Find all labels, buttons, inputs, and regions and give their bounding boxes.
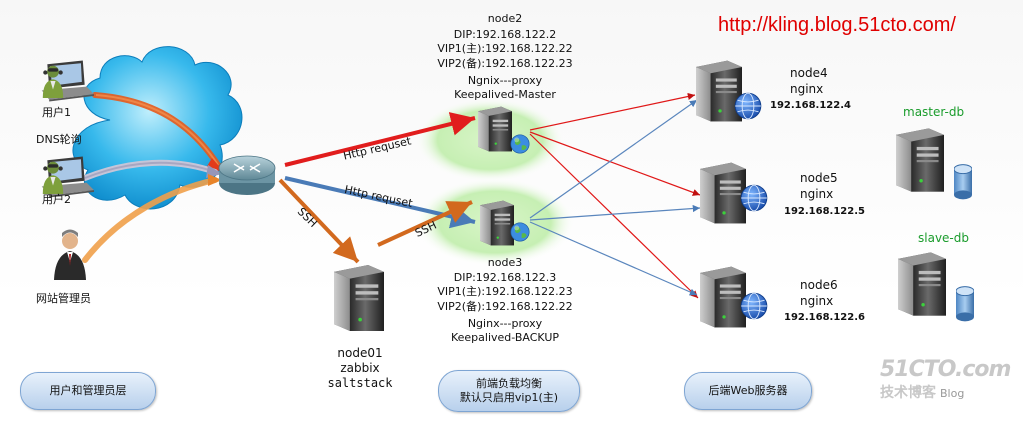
node6-service: nginx	[800, 294, 834, 308]
watermark-logo: 51CTO.com	[880, 357, 1011, 382]
node3-vip1: VIP1(主):192.168.122.23	[437, 285, 573, 298]
node4-name: node4	[790, 66, 828, 80]
node2-proxy: Ngnix---proxy	[467, 74, 543, 87]
user2-label: 用户2	[42, 193, 71, 206]
ssh-router-to-node01-arrow	[278, 178, 360, 264]
node3-vip2: VIP2(备):192.168.122.22	[437, 300, 573, 313]
node5-name: node5	[800, 171, 838, 185]
site-watermark: 51CTO.com 技术博客 Blog	[880, 357, 1011, 402]
node2-to-backend-arrows	[529, 92, 701, 299]
node3-dip: DIP:192.168.122.3	[453, 271, 557, 284]
backend-layer-badge: 后端Web服务器	[684, 372, 812, 410]
node6-name: node6	[800, 278, 838, 292]
lb-layer-label-2: 默认只启用vip1(主)	[459, 391, 559, 404]
master-db-server-icon	[896, 128, 944, 192]
backend-layer-label: 后端Web服务器	[708, 384, 788, 397]
node2-vip1: VIP1(主):192.168.122.22	[437, 42, 573, 55]
users-layer-badge: 用户和管理员层	[20, 372, 156, 410]
node4-globe-icon	[734, 92, 762, 120]
admin-label: 网站管理员	[36, 292, 91, 305]
node3-proxy: Nginx---proxy	[467, 317, 543, 330]
node6-ip: 192.168.122.6	[784, 312, 865, 323]
node01-server-icon	[334, 265, 384, 331]
node5-server-icon	[700, 162, 746, 224]
node4-ip: 192.168.122.4	[770, 100, 851, 111]
lb-layer-label-1: 前端负载均衡	[476, 377, 542, 390]
ssh-node01-to-node3-arrow	[377, 200, 473, 247]
node6-globe-icon	[740, 292, 768, 320]
slave-db-label: slave-db	[918, 231, 969, 245]
node01-saltstack: saltstack	[327, 376, 393, 390]
node4-service: nginx	[790, 82, 824, 96]
master-db-label: master-db	[903, 105, 965, 119]
node01-zabbix: zabbix	[340, 361, 380, 375]
http-to-node2-arrow	[284, 112, 476, 167]
node2-vip2: VIP2(备):192.168.122.23	[437, 57, 573, 70]
blog-url[interactable]: http://kling.blog.51cto.com/	[718, 14, 956, 36]
node3-server-icon	[480, 200, 514, 246]
slave-db-cylinder-icon	[956, 286, 974, 322]
node2-role: Keepalived-Master	[454, 88, 556, 101]
users-layer-label: 用户和管理员层	[49, 384, 127, 397]
lb-layer-badge: 前端负载均衡 默认只启用vip1(主)	[438, 370, 580, 412]
node2-dip: DIP:192.168.122.2	[453, 28, 557, 41]
node5-service: nginx	[800, 187, 834, 201]
node01-name: node01	[337, 346, 383, 360]
watermark-tech-blog: 技术博客	[880, 385, 936, 401]
internet-cloud-icon	[72, 46, 243, 210]
node2-globe-icon	[510, 134, 530, 154]
node3-name: node3	[487, 256, 523, 269]
dns-roundrobin-label: DNS轮询	[36, 133, 82, 146]
node3-to-backend-arrows	[529, 99, 701, 296]
admin-to-router-arrow	[82, 177, 218, 263]
admin-person-icon	[54, 229, 86, 280]
watermark-blog: Blog	[940, 387, 965, 400]
router-icon	[218, 155, 276, 195]
node2-server-icon	[478, 106, 512, 152]
master-db-cylinder-icon	[954, 164, 972, 200]
node4-server-icon	[696, 60, 742, 122]
slave-db-server-icon	[898, 252, 946, 316]
node3-role: Keepalived-BACKUP	[450, 331, 560, 344]
node5-ip: 192.168.122.5	[784, 206, 865, 217]
node5-globe-icon	[740, 184, 768, 212]
node3-globe-icon	[510, 222, 530, 242]
user1-label: 用户1	[42, 106, 71, 119]
node2-name: node2	[487, 12, 523, 25]
node6-server-icon	[700, 266, 746, 328]
